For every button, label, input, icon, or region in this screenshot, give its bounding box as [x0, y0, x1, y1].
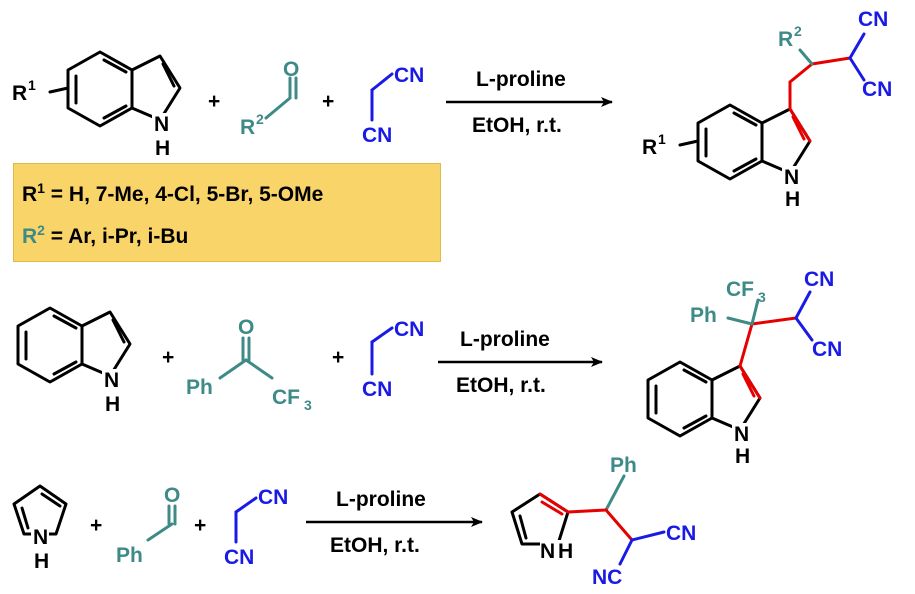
condition-label: EtOH, r.t. — [330, 534, 420, 557]
oxygen-label: O — [283, 58, 299, 81]
plus-sign: + — [208, 90, 220, 113]
indole-reactant-2: N H — [16, 306, 132, 416]
h-label: H — [558, 540, 573, 563]
cn-label: CN — [858, 8, 888, 31]
nc-label: NC — [592, 566, 622, 589]
pyrrole-reactant: N H — [12, 484, 68, 573]
reagent-label: L-proline — [460, 328, 550, 351]
cn-label: CN — [812, 338, 842, 361]
cn-label: CN — [224, 546, 254, 569]
plus-sign: + — [332, 346, 344, 369]
double-bond — [102, 104, 128, 120]
nh-label: N — [33, 526, 48, 549]
ph-label: Ph — [610, 454, 637, 477]
h-label: H — [785, 188, 800, 211]
cn-label: CN — [666, 522, 696, 545]
cn-label: CN — [394, 318, 424, 341]
benzene-ring — [66, 50, 134, 128]
r2-index: 2 — [37, 222, 45, 238]
malononitrile-1: CN CN — [362, 64, 424, 147]
pyrrole-ring — [130, 54, 182, 122]
ph-label: Ph — [116, 544, 143, 567]
cn-label: CN — [258, 486, 288, 509]
r1-values: = H, 7-Me, 4-Cl, 5-Br, 5-OMe — [44, 183, 324, 206]
cn-label: CN — [394, 64, 424, 87]
malononitrile-2: CN CN — [362, 318, 424, 401]
ph-label: Ph — [690, 304, 717, 327]
h-label: H — [34, 550, 49, 573]
cn-label: CN — [362, 124, 392, 147]
nh-label: N — [154, 113, 169, 136]
r1-prefix: R — [22, 183, 38, 206]
r2-label: R — [778, 28, 793, 51]
r2-values: = Ar, i-Pr, i-Bu — [44, 225, 189, 248]
r1-label: R — [12, 82, 27, 105]
plus-sign: + — [194, 514, 206, 537]
r1-index: 1 — [658, 131, 666, 147]
product-2: N H Ph CF 3 CN CN — [646, 268, 842, 468]
nh-label: N — [540, 540, 555, 563]
reagent-label: L-proline — [336, 488, 426, 511]
r1-index: 1 — [28, 77, 36, 93]
reagent-label: L-proline — [476, 68, 566, 91]
plus-sign: + — [162, 346, 174, 369]
h-label: H — [735, 445, 750, 468]
ph-label: Ph — [186, 376, 213, 399]
r2-index: 2 — [794, 23, 802, 39]
substituent-bond — [48, 86, 70, 94]
indole-reactant-1: R 1 N H — [12, 50, 182, 160]
h-label: H — [105, 393, 120, 416]
oxygen-label: O — [238, 316, 254, 339]
condition-label: EtOH, r.t. — [456, 374, 546, 397]
r2-label: R — [240, 116, 255, 139]
trifluoroacetophenone: O Ph CF 3 — [186, 316, 312, 413]
nh-label: N — [104, 369, 119, 392]
cf3-index: 3 — [304, 397, 312, 413]
r2-index: 2 — [256, 111, 264, 127]
r1-index: 1 — [37, 180, 45, 196]
cf3-index: 3 — [758, 289, 766, 305]
oxygen-label: O — [164, 484, 180, 507]
substituent-line-r1: R1 = H, 7-Me, 4-Cl, 5-Br, 5-OMe — [22, 180, 323, 207]
nh-label: N — [784, 166, 799, 189]
r2-prefix: R — [22, 225, 38, 248]
benzaldehyde: O Ph — [116, 484, 180, 567]
substituent-line-r2: R2 = Ar, i-Pr, i-Bu — [22, 222, 188, 249]
cf3-label: CF — [726, 278, 754, 301]
plus-sign: + — [322, 90, 334, 113]
malononitrile-3: CN CN — [224, 486, 288, 569]
substituent-box — [13, 163, 441, 262]
plus-sign: + — [90, 514, 102, 537]
product-1: R 1 N H R 2 CN CN — [642, 8, 892, 211]
cn-label: CN — [362, 378, 392, 401]
double-bond — [161, 62, 176, 88]
nh-label: N — [734, 423, 749, 446]
h-label: H — [155, 137, 170, 160]
r1-label: R — [642, 136, 657, 159]
cn-label: CN — [804, 268, 834, 291]
cn-label: CN — [862, 78, 892, 101]
double-bond — [102, 58, 128, 74]
cf3-label: CF — [272, 386, 300, 409]
product-3: N H Ph CN NC — [510, 454, 696, 589]
aldehyde-reactant-1: O R 2 — [240, 58, 299, 139]
condition-label: EtOH, r.t. — [472, 114, 562, 137]
